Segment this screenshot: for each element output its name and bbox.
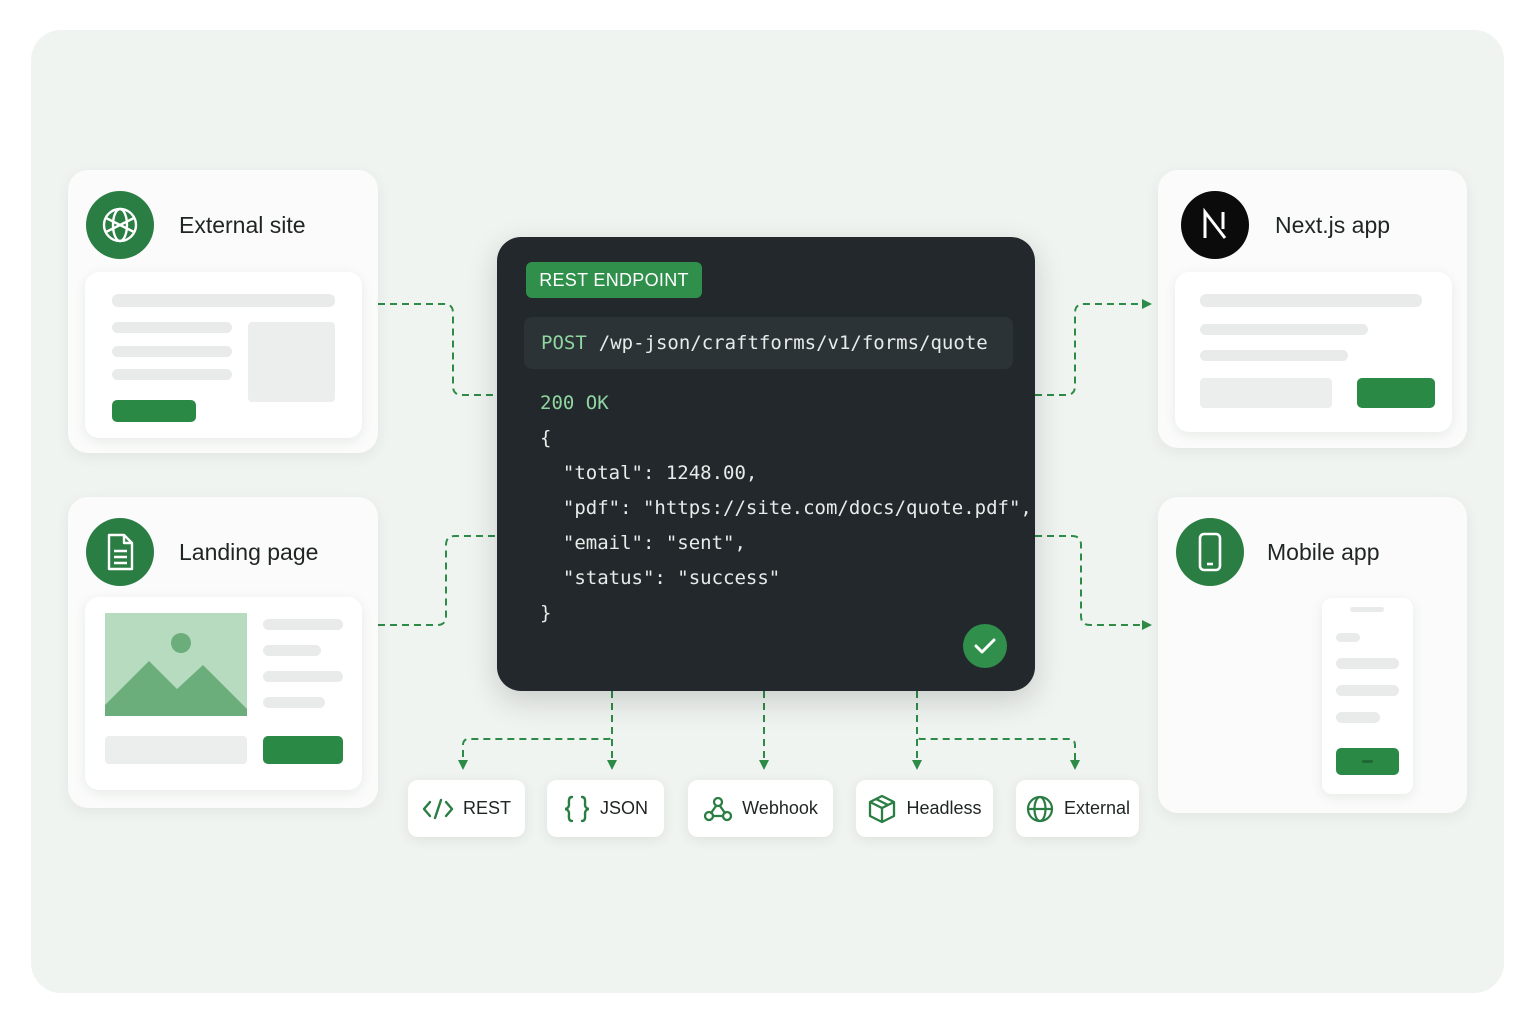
response-line: "total": 1248.00, [540,462,758,484]
app-mockup [1175,272,1452,432]
card-title: Landing page [179,539,319,565]
mobile-app-card: Mobile app [1158,497,1467,813]
chip-label: External [1063,798,1131,818]
chip-label: REST [462,798,511,818]
phone-mockup [1322,598,1413,794]
endpoint-route: POST/wp-json/craftforms/v1/forms/quote [524,317,1013,369]
mockup-cta-button [1357,378,1435,408]
mockup-cta-button [112,400,196,422]
response-line: "status": "success" [540,567,781,589]
chip-label: JSON [599,798,648,818]
response-line: } [540,602,552,624]
chip-label: Webhook [742,798,818,818]
response-line: "pdf": "https://site.com/docs/quote.pdf"… [540,497,1032,519]
chip-rest: REST [408,780,525,837]
landing-page-mockup [85,597,362,790]
card-title: External site [179,212,306,238]
globe-icon [1025,794,1055,824]
chip-json: JSON [547,780,664,837]
endpoint-badge: REST ENDPOINT [526,262,702,298]
http-method: POST [541,332,587,354]
chip-webhook: Webhook [688,780,833,837]
chip-headless: Headless [856,780,993,837]
response-line: "email": "sent", [540,532,746,554]
response-line: { [540,427,552,449]
package-icon [867,794,897,824]
document-icon [86,518,154,586]
checkmark-icon [963,624,1007,668]
endpoint-path: /wp-json/craftforms/v1/forms/quote [598,332,988,354]
curly-braces-icon [563,795,591,823]
mockup-cta-button [1336,748,1399,775]
mockup-cta-button [263,736,343,764]
external-site-card: External site [68,170,378,453]
rest-endpoint-panel: REST ENDPOINT POST/wp-json/craftforms/v1… [497,237,1035,691]
nextjs-app-card: Next.js app [1158,170,1467,448]
card-title: Next.js app [1275,212,1391,238]
chip-label: Headless [906,798,982,818]
card-title: Mobile app [1267,539,1380,565]
chip-external: External [1016,780,1139,837]
globe-icon [86,191,154,259]
response-status: 200 OK [540,392,609,414]
smartphone-icon [1176,518,1244,586]
image-placeholder-icon [105,613,247,716]
code-brackets-icon [422,798,454,820]
landing-page-card: Landing page [68,497,378,808]
nextjs-logo-icon [1181,191,1249,259]
webhook-icon [703,795,733,823]
website-mockup [85,272,362,438]
